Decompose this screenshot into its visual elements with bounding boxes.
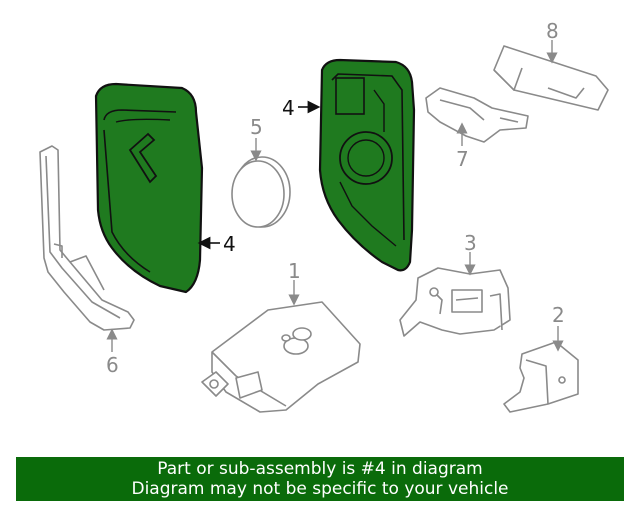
bracket-part-8[interactable] (493, 45, 609, 111)
banner-line-part-info: Part or sub-assembly is #4 in diagram (157, 459, 483, 479)
info-banner: Part or sub-assembly is #4 in diagram Di… (16, 457, 624, 501)
key-fob-front-cover-part[interactable] (94, 82, 204, 294)
callout-6: 6 (106, 353, 119, 377)
callout-8: 8 (546, 19, 559, 43)
leader-lines (106, 40, 564, 352)
callout-7: 7 (456, 147, 469, 171)
emergency-key-blade-part[interactable] (39, 145, 135, 331)
callout-2: 2 (552, 303, 565, 327)
key-fob-rear-housing-part[interactable] (318, 58, 416, 272)
callout-4-right: 4 (282, 96, 295, 120)
banner-line-disclaimer: Diagram may not be specific to your vehi… (131, 479, 509, 499)
callout-3: 3 (464, 231, 477, 255)
coin-battery-part[interactable] (231, 156, 291, 228)
antenna-module-part[interactable] (399, 267, 511, 337)
callout-1: 1 (288, 259, 301, 283)
callout-5: 5 (250, 115, 263, 139)
connector-bracket-part[interactable] (503, 341, 579, 413)
callout-4-left: 4 (223, 232, 236, 256)
clip-part-7[interactable] (425, 87, 529, 143)
control-module-part[interactable] (201, 301, 361, 413)
